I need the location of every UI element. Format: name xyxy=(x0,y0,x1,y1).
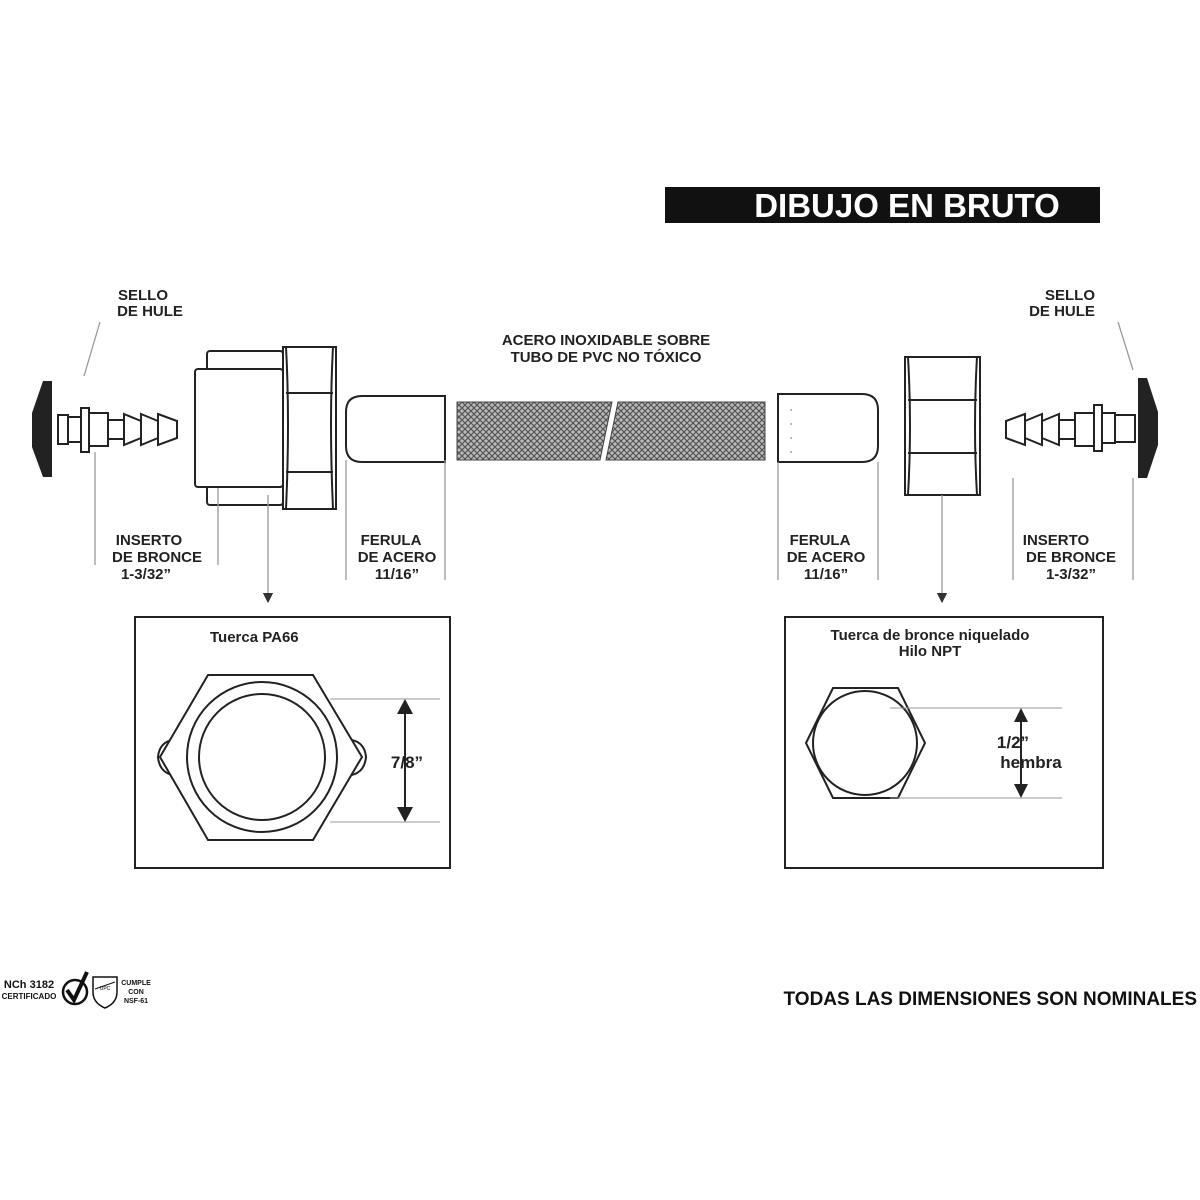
ferrule-right xyxy=(777,393,879,463)
dimension-1-2-hembra: 1/2”hembra xyxy=(997,733,1062,772)
brass-insert-left xyxy=(57,407,178,453)
svg-text:UPC: UPC xyxy=(100,986,111,992)
detail-left-title: Tuerca PA66 xyxy=(210,629,299,646)
dimension-7-8: 7/8” xyxy=(391,753,423,772)
nut-right xyxy=(904,356,981,496)
upc-shield-icon: UPC xyxy=(92,976,118,1009)
ferrule-left xyxy=(345,395,446,463)
checkmark-seal-icon xyxy=(61,971,89,1006)
footer-note: TODAS LAS DIMENSIONES SON NOMINALES xyxy=(784,989,1197,1010)
nut-left xyxy=(194,346,337,510)
rubber-seal-left xyxy=(32,381,52,477)
leader-lines xyxy=(83,321,1134,604)
braided-hose xyxy=(456,401,766,461)
rubber-seal-right xyxy=(1138,378,1158,478)
title-banner: DIBUJO EN BRUTO xyxy=(665,187,1100,224)
page-title: DIBUJO EN BRUTO xyxy=(754,187,1060,224)
brass-insert-right xyxy=(1005,404,1136,452)
detail-box-left: Tuerca PA66 7/8” xyxy=(134,616,451,869)
